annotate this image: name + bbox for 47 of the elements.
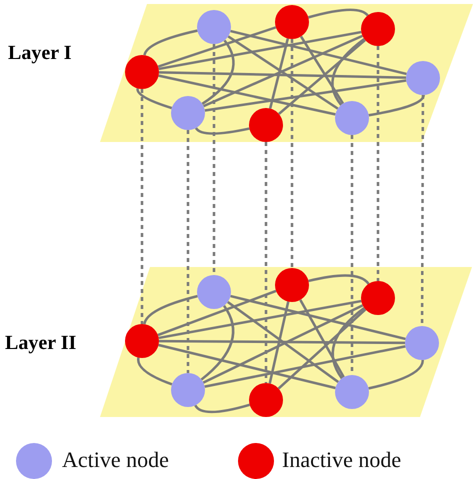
interlayer-link	[264, 142, 268, 383]
network-link	[204, 79, 406, 112]
layer-label: Layer II	[5, 332, 76, 355]
network-link	[159, 340, 405, 344]
network-link	[158, 71, 406, 79]
network-link	[230, 30, 407, 76]
network-link	[300, 36, 344, 104]
network-link	[368, 94, 425, 116]
layer-label: Layer I	[8, 42, 72, 65]
network-link	[157, 290, 277, 336]
network-link	[202, 304, 364, 384]
legend-label: Inactive node	[282, 447, 402, 473]
network-link	[203, 34, 363, 108]
network-link	[143, 29, 198, 56]
network-link	[227, 300, 339, 384]
network-link	[158, 344, 336, 390]
network-link	[202, 40, 235, 105]
interlayer-link	[290, 39, 294, 268]
network-link	[278, 39, 366, 115]
network-link	[200, 305, 234, 381]
network-link	[204, 345, 406, 388]
network-link	[278, 308, 366, 390]
network-link	[137, 358, 172, 386]
interlayer-link	[140, 89, 144, 324]
network-link	[368, 360, 424, 390]
network-link	[158, 300, 362, 340]
network-link	[158, 26, 276, 68]
interlayer-link	[186, 130, 190, 373]
network-link	[299, 299, 345, 378]
network-link	[228, 35, 338, 110]
network-link	[194, 404, 250, 414]
network-link	[308, 8, 369, 19]
network-link	[230, 294, 406, 340]
network-link	[308, 274, 370, 285]
legend-label: Active node	[62, 447, 169, 473]
interlayer-link	[376, 46, 380, 281]
network-link	[331, 38, 366, 106]
interlayer-link	[420, 95, 424, 326]
network-link	[268, 38, 290, 109]
network-link	[268, 301, 290, 384]
network-link	[158, 74, 336, 116]
network-link	[195, 127, 250, 135]
network-link	[158, 30, 362, 70]
network-link	[143, 294, 198, 324]
network-link	[136, 88, 172, 110]
interlayer-link	[212, 44, 216, 275]
network-link	[332, 307, 366, 380]
